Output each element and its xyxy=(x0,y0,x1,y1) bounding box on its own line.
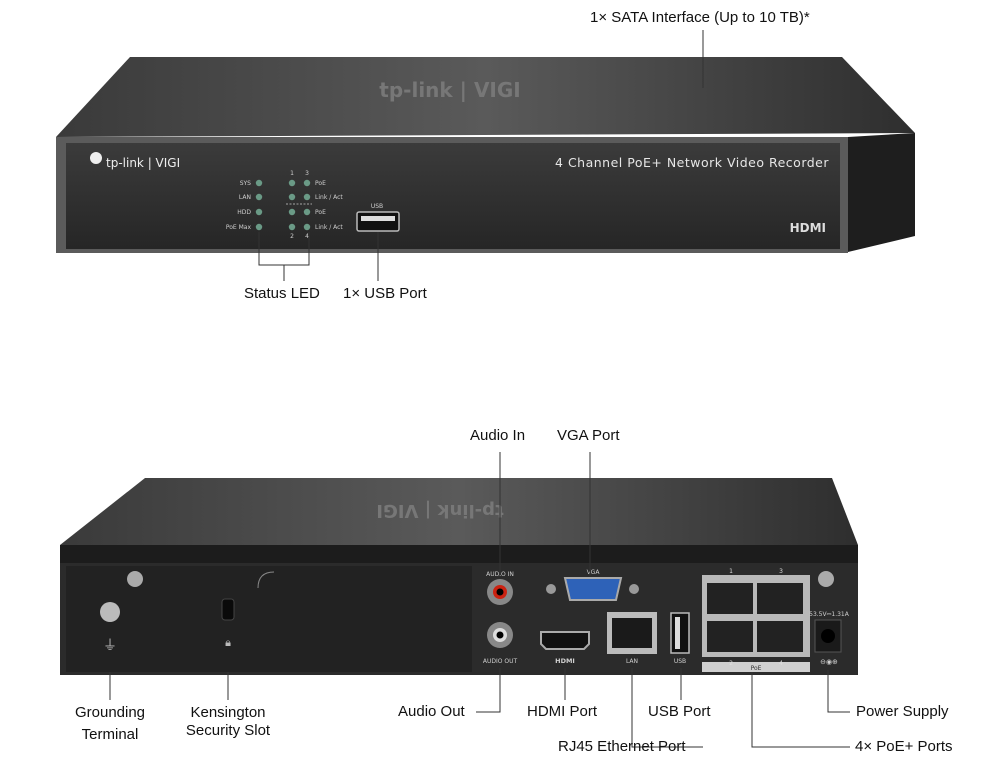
callout-grounding-line2: Terminal xyxy=(81,726,139,743)
port-number: 4 xyxy=(305,233,309,240)
poe-port[interactable] xyxy=(707,583,753,614)
status-led xyxy=(255,179,263,187)
status-led xyxy=(255,223,263,231)
back-nvr: tp-link | VIGI ⏚ 🔒︎ AUDIO IN AUDIO OUT V… xyxy=(60,478,858,675)
led-label: PoE xyxy=(315,209,326,216)
poe-ports-block: PoE 1 3 2 4 xyxy=(702,568,810,672)
led-label: HDD xyxy=(237,209,251,216)
lan-label: LAN xyxy=(626,658,638,665)
port-led xyxy=(288,179,296,187)
tp-link-logo-icon xyxy=(90,152,102,164)
port-led xyxy=(288,193,296,201)
grounding-terminal xyxy=(100,602,120,622)
callout-usb-front: 1× USB Port xyxy=(343,285,427,302)
port-led xyxy=(303,193,311,201)
callout-rj45: RJ45 Ethernet Port xyxy=(558,738,686,755)
kensington-slot xyxy=(221,598,235,621)
front-brand-logo: tp-link | VIGI xyxy=(106,156,180,170)
ground-symbol-icon: ⏚ xyxy=(103,637,117,653)
hdmi-label: HDMI xyxy=(555,657,575,665)
callout-power: Power Supply xyxy=(856,703,949,720)
callout-audio-in: Audio In xyxy=(470,427,526,444)
back-lid xyxy=(60,478,858,545)
front-usb-port[interactable] xyxy=(356,211,400,232)
led-label: Link / Act xyxy=(315,194,343,201)
port-led xyxy=(288,208,296,216)
audio-out-label: AUDIO OUT xyxy=(483,658,518,665)
poe-port-number: 3 xyxy=(779,568,783,575)
callout-grounding-line1: Grounding xyxy=(74,704,146,721)
led-label: Link / Act xyxy=(315,224,343,231)
port-led xyxy=(288,223,296,231)
model-name: 4 Channel PoE+ Network Video Recorder xyxy=(555,155,829,170)
port-led xyxy=(303,179,311,187)
hdmi-logo: HDMI xyxy=(790,221,826,235)
callout-hdmi: HDMI Port xyxy=(527,703,598,720)
callout-kensington-line2: Security Slot xyxy=(185,722,271,739)
status-led xyxy=(255,208,263,216)
back-lid-logo: tp-link | VIGI xyxy=(376,500,503,521)
front-lid xyxy=(56,57,915,137)
poe-port-number: 4 xyxy=(779,660,783,667)
port-led xyxy=(303,208,311,216)
status-led xyxy=(255,193,263,201)
screw-icon xyxy=(127,571,143,587)
callout-vga: VGA Port xyxy=(557,427,620,444)
polarity-icon: ⊖◉⊕ xyxy=(820,658,838,666)
lock-icon: 🔒︎ xyxy=(225,637,231,649)
poe-port[interactable] xyxy=(757,621,803,652)
front-leader-lines xyxy=(258,30,704,281)
callout-audio-out: Audio Out xyxy=(398,703,465,720)
back-leader-lines xyxy=(109,452,850,748)
front-nvr: tp-link | VIGI tp-link | VIGI 4 Channel … xyxy=(56,57,915,253)
poe-port[interactable] xyxy=(757,583,803,614)
poe-label: PoE xyxy=(751,665,762,672)
led-label: SYS xyxy=(240,180,251,187)
port-number: 2 xyxy=(290,233,294,240)
port-led xyxy=(303,223,311,231)
led-label: PoE Max xyxy=(226,224,252,231)
port-number: 1 xyxy=(290,170,294,177)
led-label: LAN xyxy=(239,194,251,201)
port-number: 3 xyxy=(305,170,309,177)
screw-icon xyxy=(818,571,834,587)
usb-port-label: USB xyxy=(371,203,383,210)
callout-kensington-line1: Kensington xyxy=(190,704,266,721)
front-side xyxy=(848,133,915,252)
lid-logo: tp-link | VIGI xyxy=(379,78,520,102)
usb-label: USB xyxy=(674,658,686,665)
led-label: PoE xyxy=(315,180,326,187)
poe-port[interactable] xyxy=(707,621,753,652)
hdmi-port[interactable] xyxy=(540,631,590,650)
callout-usb-back: USB Port xyxy=(648,703,711,720)
callout-poe: 4× PoE+ Ports xyxy=(855,738,953,755)
poe-port-number: 2 xyxy=(729,660,733,667)
poe-port-number: 1 xyxy=(729,568,733,575)
vga-port[interactable] xyxy=(563,577,623,601)
vga-label: VGA xyxy=(587,569,601,576)
callout-status-led: Status LED xyxy=(244,285,320,302)
power-rating: 53.5V⎓1.31A xyxy=(809,611,850,618)
callout-sata: 1× SATA Interface (Up to 10 TB)* xyxy=(590,9,810,26)
